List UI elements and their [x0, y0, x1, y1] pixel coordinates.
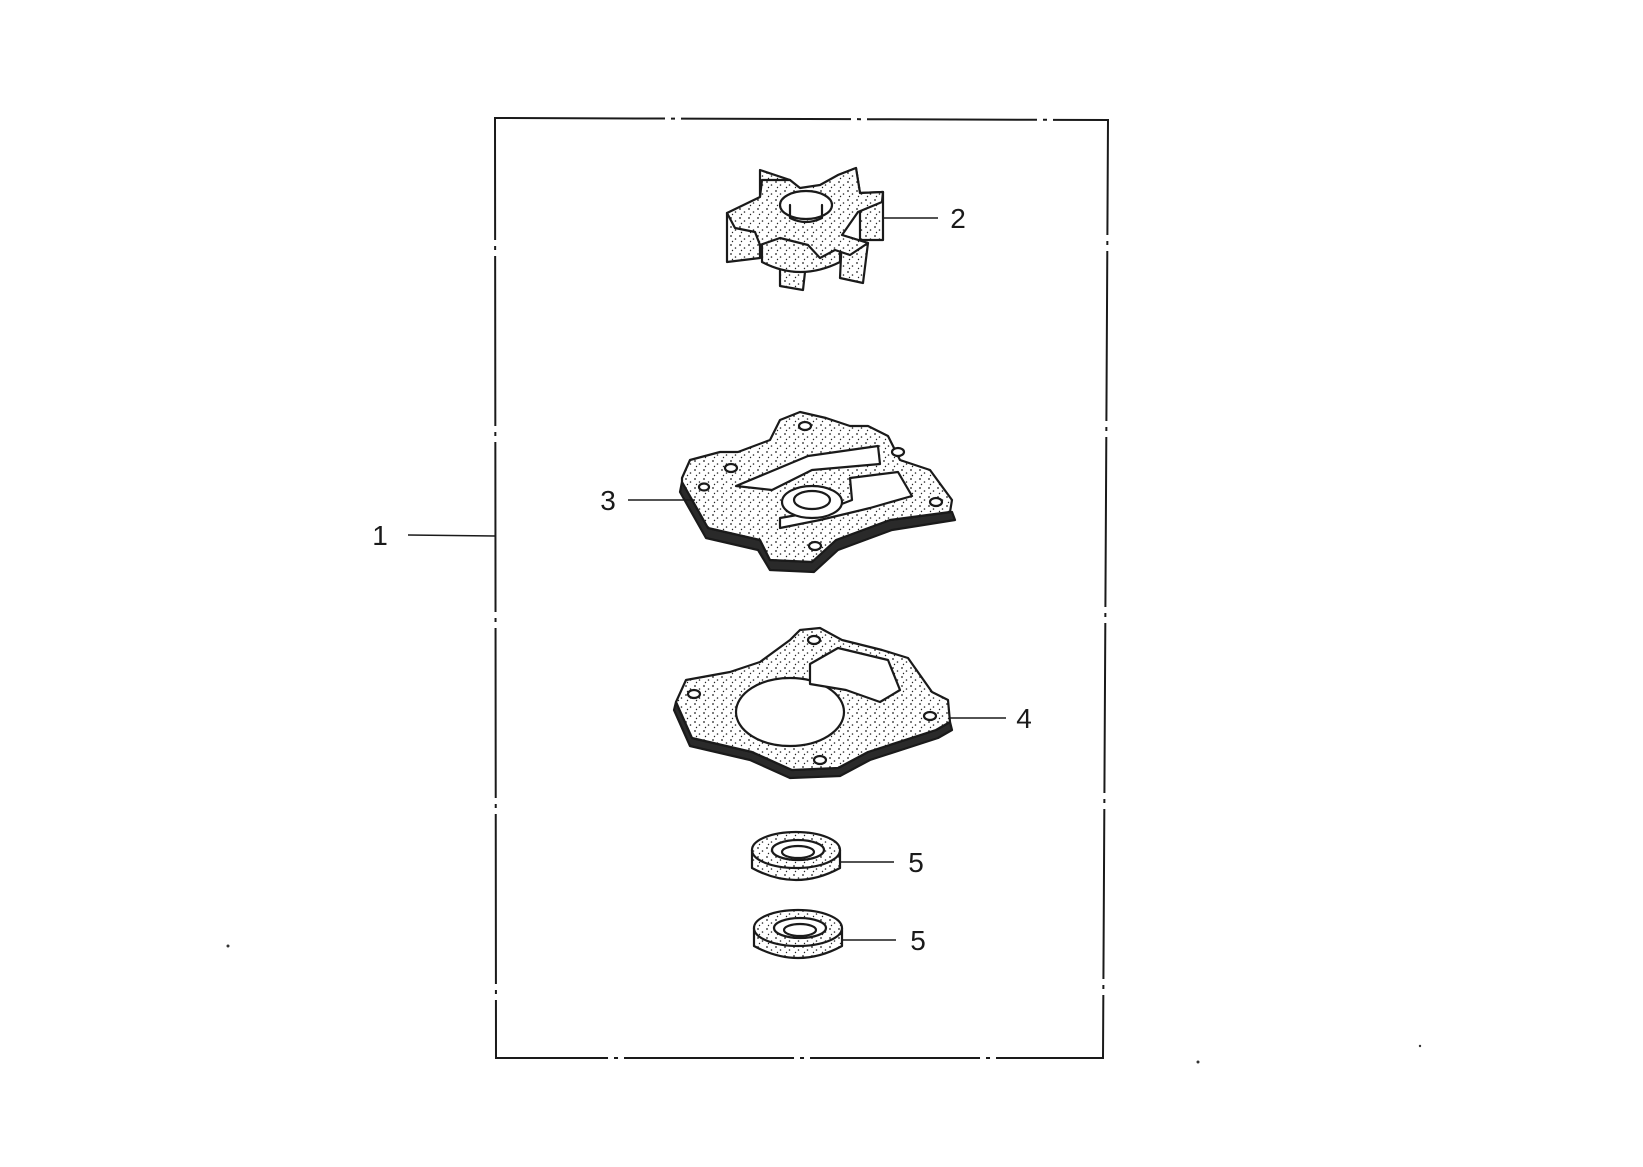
callout-oil-seal-lower: 5 [842, 925, 926, 956]
callout-kit: 1 [372, 520, 496, 551]
callout-oil-seal-upper-label: 5 [908, 847, 924, 878]
plate-gasket-part [672, 626, 954, 780]
scan-speck [1196, 1060, 1200, 1064]
callout-impeller-label: 2 [950, 203, 966, 234]
callout-plate-gasket: 4 [950, 703, 1032, 734]
oil-seal-lower-part [752, 908, 844, 960]
callout-impeller-plate-label: 3 [600, 485, 616, 516]
callout-kit-label: 1 [372, 520, 388, 551]
impeller-plate-part [678, 410, 957, 574]
oil-seal-upper-part [750, 830, 842, 882]
callout-oil-seal-lower-label: 5 [910, 925, 926, 956]
scan-speck [1418, 1044, 1422, 1048]
callout-impeller-plate: 3 [600, 485, 695, 516]
scan-speck [226, 944, 230, 948]
callout-plate-gasket-label: 4 [1016, 703, 1032, 734]
callout-oil-seal-upper: 5 [840, 847, 924, 878]
impeller-part [725, 166, 885, 292]
kit-frame [493, 116, 1110, 1059]
callout-impeller: 2 [883, 203, 966, 234]
